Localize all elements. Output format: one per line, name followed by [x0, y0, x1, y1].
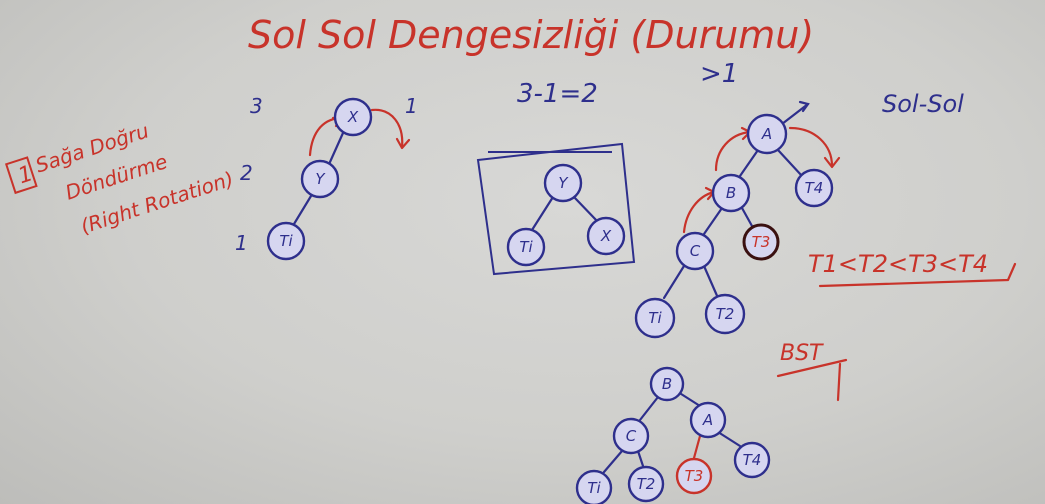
- edge3-a-t4: [716, 430, 742, 448]
- edge3-c-t1: [602, 449, 624, 474]
- node-t1: [266, 221, 306, 261]
- node3-t4-label: T4: [743, 451, 762, 469]
- edge3-b-c: [638, 395, 660, 422]
- edge-a-parent: [780, 102, 810, 126]
- height-t1: 1: [235, 231, 248, 255]
- box-node-t1-label: Ti: [519, 238, 533, 256]
- height-x-right: 1: [405, 94, 418, 118]
- case-label: Sol-Sol: [882, 90, 964, 118]
- node-c-label: C: [690, 242, 701, 260]
- tree-left-left: A B T4 C T3 Ti T2: [634, 100, 841, 339]
- node-a: [746, 113, 788, 155]
- edge-a-t4: [776, 148, 804, 178]
- node3-c: [612, 417, 650, 455]
- node-t2-label: T2: [716, 305, 735, 323]
- node-t4: [794, 168, 834, 208]
- box-node-y: [543, 163, 583, 203]
- arrow-b-a: [714, 130, 752, 172]
- arrow-c-b: [682, 190, 716, 234]
- edge-box-y-x: [572, 195, 600, 224]
- node-t2: [704, 293, 746, 335]
- rotation-arrowhead-down: [395, 137, 411, 150]
- tree-after-rotation: B C A Ti T2 T3 T4: [575, 366, 771, 504]
- rotated-tree-box: Y Ti X: [476, 142, 636, 276]
- edge3-b-a: [676, 390, 702, 408]
- inequality-underline: [818, 262, 1017, 288]
- rotation-arrow-down: [370, 108, 404, 149]
- edge-y-t1: [292, 194, 313, 226]
- node-t3: [742, 223, 780, 261]
- node-x-label: X: [347, 108, 359, 126]
- node3-t1: [575, 469, 613, 504]
- node3-t3-label: T3: [685, 467, 704, 485]
- node-c: [675, 231, 715, 271]
- node-t1-label: Ti: [279, 232, 293, 250]
- edge-a-parent-head: [798, 100, 810, 113]
- node-x: [333, 97, 373, 137]
- tree-left-leaning: X Y Ti: [266, 97, 411, 261]
- node3-t3: [675, 457, 713, 495]
- node-y: [300, 159, 340, 199]
- node3-c-label: C: [626, 427, 637, 445]
- node3-a-label: A: [702, 411, 713, 429]
- arrow-a-right: [788, 126, 834, 168]
- edge-b-t3: [740, 206, 754, 228]
- box-node-x-label: X: [600, 227, 612, 245]
- edge-x-y: [328, 131, 345, 164]
- bst-underline: [776, 358, 848, 402]
- edge-c-t2: [702, 264, 720, 300]
- edge-c-t1: [662, 264, 686, 300]
- box-node-t1: [506, 227, 546, 267]
- node-t4-label: T4: [805, 179, 824, 197]
- balance-calc: 3-1=2: [517, 79, 598, 109]
- arrow-a-right-head: [823, 156, 841, 169]
- edge3-c-t2: [636, 449, 645, 468]
- bst-label: BST: [780, 341, 824, 366]
- node3-a: [689, 401, 727, 439]
- node3-t4: [733, 441, 771, 479]
- marker-box: [4, 156, 38, 195]
- node-y-label: Y: [315, 170, 326, 188]
- node-t1-b-label: Ti: [648, 309, 662, 327]
- node-b-label: B: [726, 184, 736, 202]
- node3-b-label: B: [662, 375, 672, 393]
- edge-box-y-t1: [530, 195, 555, 232]
- height-x: 3: [250, 94, 263, 118]
- edge-b-c: [702, 206, 724, 236]
- box-node-x: [586, 216, 626, 256]
- balance-gt: >1: [700, 59, 738, 89]
- title: Sol Sol Dengesizliği (Durumu): [248, 13, 814, 57]
- node3-t1-label: Ti: [587, 479, 601, 497]
- node-t1-b: [634, 297, 676, 339]
- node-t3-label: T3: [752, 233, 771, 251]
- edge-a-b: [738, 148, 760, 178]
- height-y: 2: [240, 161, 253, 185]
- node3-t2: [627, 465, 665, 503]
- edge3-a-t3: [692, 434, 702, 460]
- node-b: [711, 173, 751, 213]
- node3-t2-label: T2: [637, 475, 656, 493]
- inequality: T1<T2<T3<T4: [808, 250, 988, 278]
- rotation-note: 1 Sağa Doğru Döndürme (Right Rotation): [4, 118, 236, 239]
- box-frame: [476, 142, 636, 276]
- box-node-y-label: Y: [558, 174, 569, 192]
- node3-b: [649, 366, 685, 402]
- node-a-label: A: [761, 125, 772, 143]
